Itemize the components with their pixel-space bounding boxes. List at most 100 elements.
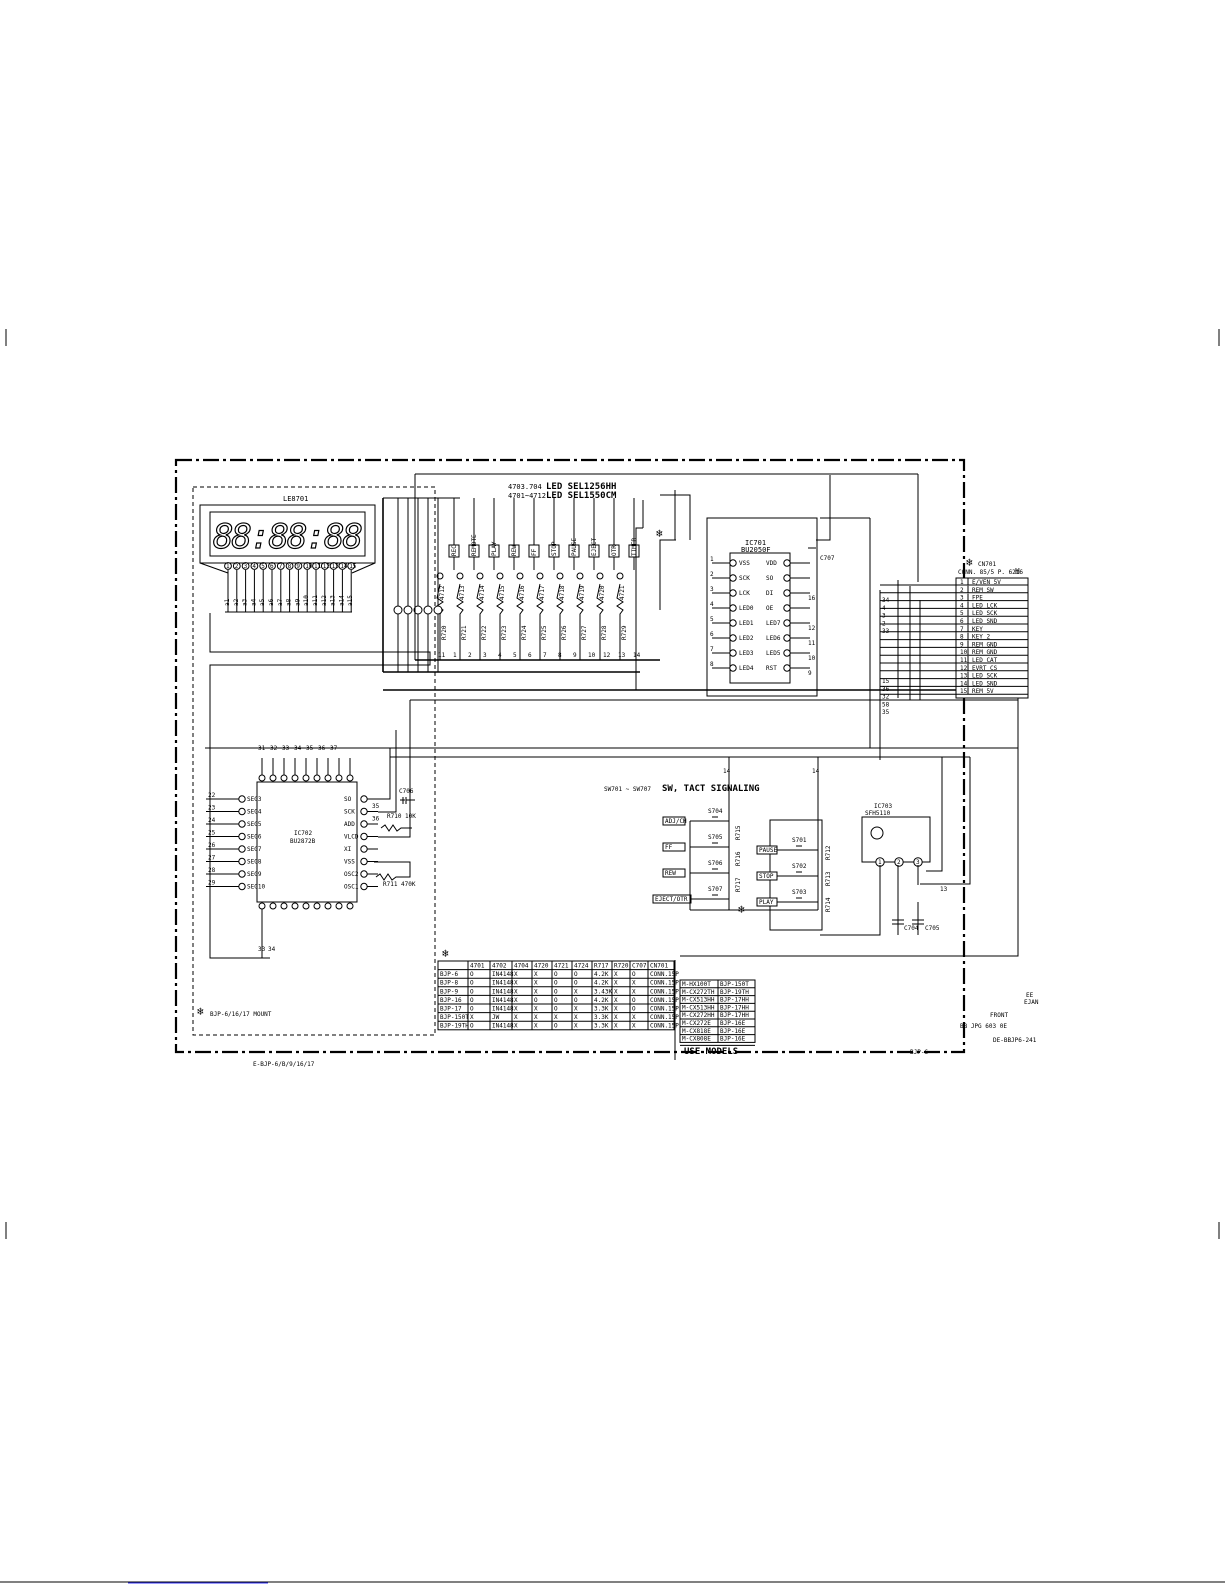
bottom-note: E-BJP-6/B/9/16/17 bbox=[253, 1061, 315, 1068]
variant-table-cell: 4.2K bbox=[594, 971, 609, 978]
led-label-box bbox=[488, 544, 500, 558]
ic703-ref: IC703 bbox=[874, 803, 892, 810]
switch-key-box bbox=[756, 871, 778, 881]
title-model: BJP-6 bbox=[910, 1049, 928, 1056]
switch-res-ref: R717 bbox=[735, 877, 742, 892]
ic701-ext-num: 16 bbox=[808, 595, 816, 602]
c705-label: C705 bbox=[925, 925, 940, 932]
ic703-pin bbox=[894, 857, 904, 867]
variant-table-cell: X bbox=[614, 1023, 618, 1030]
ic701-ext-num: 9 bbox=[808, 670, 812, 677]
switch-ref: S703 bbox=[792, 889, 807, 896]
cn701-signal: LED SND bbox=[972, 680, 998, 687]
led-symbol bbox=[456, 572, 464, 580]
ic702-top-pin bbox=[269, 774, 277, 782]
cn701-pin-number: 5 bbox=[960, 610, 964, 617]
ic702-pin bbox=[360, 820, 368, 828]
cn701-left-num: 36 bbox=[882, 686, 890, 693]
led-header-line1-left: 4703.704 bbox=[508, 483, 542, 491]
led-res-ref: R722 bbox=[481, 625, 488, 640]
led-indicator bbox=[403, 605, 413, 615]
mount-note: BJP-6/16/17 MOUNT bbox=[210, 1011, 272, 1018]
cn701-signal: LED SCK bbox=[972, 673, 998, 680]
variant-table-cell: X bbox=[534, 1006, 538, 1013]
display-pin-net: a7 bbox=[277, 598, 284, 606]
variant-table-cell: 3.43K bbox=[594, 988, 612, 995]
title-corner1: EE bbox=[1026, 992, 1034, 999]
led-bottom-num: 11 bbox=[438, 652, 446, 659]
ic701-pin bbox=[729, 574, 737, 582]
led-label: STOP bbox=[551, 541, 558, 556]
switch-ref: S704 bbox=[708, 808, 723, 815]
ic703-lens bbox=[870, 826, 884, 840]
ic702-pin-label: SEG6 bbox=[247, 834, 262, 841]
ic702-body bbox=[256, 781, 358, 903]
led-symbol bbox=[496, 572, 504, 580]
led-label: EJECT bbox=[591, 538, 598, 556]
ic701-ref: IC701 bbox=[745, 539, 766, 547]
display-pin-net: a11 bbox=[312, 595, 319, 606]
ic702-pin bbox=[238, 820, 246, 828]
switch-key-box bbox=[756, 845, 778, 855]
display-pin bbox=[224, 562, 232, 570]
cn701-pin-number: 9 bbox=[960, 641, 964, 648]
display-pin-number: 1 bbox=[226, 563, 230, 570]
cn701-pin-number: 14 bbox=[960, 680, 968, 687]
variant-table-cell: O bbox=[554, 971, 558, 978]
use-models-title: USE MODELS bbox=[684, 1047, 738, 1057]
switch-title-left: SW701 ~ SW707 bbox=[604, 786, 651, 793]
ic701-pin bbox=[729, 589, 737, 597]
variant-table-cell: O bbox=[554, 980, 558, 987]
ic702-bottom-pin bbox=[280, 902, 288, 910]
variant-table-cell: X bbox=[574, 1014, 578, 1021]
switch-res-ref: R712 bbox=[825, 845, 832, 860]
cn701-signal: REM 5V bbox=[972, 688, 994, 695]
ic701-pin bbox=[729, 649, 737, 657]
variant-table-cell: X bbox=[632, 988, 636, 995]
display-pin bbox=[259, 562, 268, 570]
use-model-board: BJP-17HH bbox=[720, 1012, 749, 1019]
ic702-pin bbox=[238, 832, 246, 841]
ic701-pin bbox=[783, 604, 791, 612]
variant-table-cell: O bbox=[554, 1023, 558, 1030]
led-res-ref: R720 bbox=[441, 625, 448, 640]
variant-table-header: 4701 bbox=[470, 963, 485, 970]
use-model-name: M-CX513HH bbox=[682, 1004, 715, 1011]
cn701-pin-number: 4 bbox=[960, 602, 964, 609]
variant-table-cell: O bbox=[470, 980, 474, 987]
cn701-signal: FPE bbox=[972, 595, 983, 602]
ic702-bottom-pin bbox=[269, 902, 277, 910]
variant-table-cell: X bbox=[514, 980, 518, 987]
switch-key-label: PAUSE bbox=[759, 847, 777, 854]
cn701-signal: LED SND bbox=[972, 618, 998, 625]
display-pin-net: a2 bbox=[233, 598, 240, 606]
variant-table-cell: O bbox=[632, 971, 636, 978]
variant-table-header: 4720 bbox=[534, 963, 549, 970]
led-bottom-num: 6 bbox=[528, 652, 532, 659]
led-ref: 4719 bbox=[579, 585, 586, 600]
ic701-pin bbox=[729, 604, 737, 612]
cn701-pin-number: 2 bbox=[960, 587, 964, 594]
led-label: PLAY bbox=[491, 541, 498, 556]
use-model-board: BJP-16E bbox=[720, 1036, 746, 1043]
variant-table-cell: O bbox=[574, 980, 578, 987]
switch-col-num: 14 bbox=[812, 768, 820, 775]
switch-key-label: REW bbox=[665, 870, 676, 877]
ic703-pin-number: 2 bbox=[897, 859, 901, 866]
c706-label: C706 bbox=[399, 788, 414, 795]
display-pin-number: 5 bbox=[261, 563, 265, 570]
ic702-bottom-pin bbox=[291, 902, 299, 910]
switch-ref: S706 bbox=[708, 860, 723, 867]
variant-table-cell: X bbox=[632, 1014, 636, 1021]
ic702-right-num: 35 bbox=[372, 803, 380, 810]
led-res-ref: R723 bbox=[501, 625, 508, 640]
variant-table-cell: X bbox=[614, 1006, 618, 1013]
ic702-bottom-pin bbox=[313, 902, 321, 910]
ic702-top-pin bbox=[258, 774, 266, 782]
led-bottom-num: 2 bbox=[468, 652, 472, 659]
use-model-board: BJP-17HH bbox=[720, 997, 749, 1004]
switch-key-box bbox=[662, 816, 686, 826]
display-pin-number: 14 bbox=[340, 563, 348, 570]
